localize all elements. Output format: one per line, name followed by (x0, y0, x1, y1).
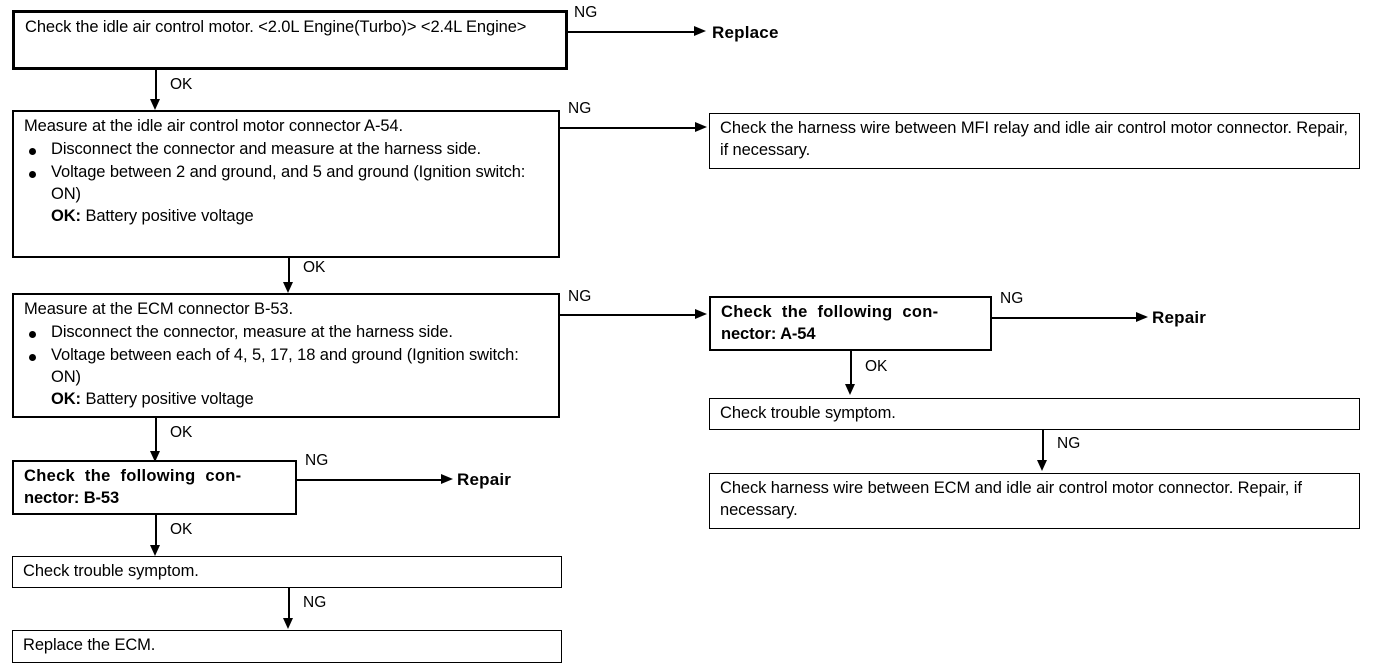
node-check-ecm-harness-text: Check harness wire between ECM and idle … (720, 479, 1307, 519)
bullet-text: Disconnect the connector, measure at the… (51, 322, 453, 341)
node-measure-b53-bullets: Disconnect the connector, measure at the… (24, 322, 550, 389)
node-check-mfi-harness[interactable]: Check the harness wire between MFI relay… (709, 113, 1360, 169)
edge-ng-arrow-4 (1136, 312, 1148, 322)
ok-criterion: Battery positive voltage (85, 206, 254, 225)
node-check-mfi-harness-text: Check the harness wire between MFI relay… (720, 119, 1353, 159)
edge-ok-arrow-5 (150, 545, 160, 556)
edge-ng-line-4 (992, 317, 1138, 319)
edge-ok-arrow-1 (150, 99, 160, 110)
edge-label-ok-2: OK (303, 259, 326, 276)
bullet-dot-icon (29, 171, 36, 179)
edge-ng-arrow-7 (283, 618, 293, 629)
node-replace-ecm[interactable]: Replace the ECM. (12, 630, 562, 663)
node-measure-a54-ok: OK: Battery positive voltage (24, 206, 550, 228)
node-check-symptom-left[interactable]: Check trouble symptom. (12, 556, 562, 588)
node-check-symptom-left-text: Check trouble symptom. (23, 562, 199, 580)
edge-label-ng-1: NG (574, 4, 598, 21)
edge-ok-line-1 (155, 70, 157, 101)
bullet-item: Voltage between each of 4, 5, 17, 18 and… (24, 345, 550, 389)
node-check-connector-a54-line1: Check the following con- (721, 303, 939, 321)
node-repair-right[interactable]: Repair (1152, 308, 1207, 327)
edge-ok-arrow-2 (283, 282, 293, 293)
edge-label-ok-1: OK (170, 76, 193, 93)
edge-ng-arrow-3 (695, 309, 707, 319)
edge-ng-line-3 (560, 314, 697, 316)
edge-ok-arrow-4 (150, 451, 160, 462)
edge-label-ok-3: OK (865, 358, 888, 375)
ok-prefix: OK: (51, 206, 81, 225)
edge-label-ng-6: NG (305, 452, 329, 469)
node-check-ecm-harness[interactable]: Check harness wire between ECM and idle … (709, 473, 1360, 529)
edge-ng-line-2 (560, 127, 697, 129)
node-check-symptom-right-text: Check trouble symptom. (720, 404, 896, 422)
edge-label-ng-2: NG (568, 100, 592, 117)
edge-label-ng-3: NG (568, 288, 592, 305)
ok-criterion: Battery positive voltage (85, 389, 254, 408)
bullet-text: Voltage between 2 and ground, and 5 and … (51, 162, 526, 203)
edge-ng-line-6 (297, 479, 443, 481)
node-measure-a54[interactable]: Measure at the idle air control motor co… (12, 110, 560, 258)
node-replace-iac[interactable]: Replace (712, 23, 779, 42)
node-check-iac-motor-text: Check the idle air control motor. <2.0L … (25, 18, 527, 36)
bullet-text: Voltage between each of 4, 5, 17, 18 and… (51, 345, 519, 386)
node-measure-b53-headline: Measure at the ECM connector B-53. (24, 300, 293, 318)
node-repair-left[interactable]: Repair (457, 470, 512, 489)
edge-ok-line-5 (155, 515, 157, 548)
node-measure-a54-headline: Measure at the idle air control motor co… (24, 117, 403, 135)
bullet-dot-icon (29, 331, 36, 339)
node-check-connector-b53[interactable]: Check the following con- nector: B-53 (12, 460, 297, 515)
bullet-item: Disconnect the connector, measure at the… (24, 322, 550, 344)
edge-label-ng-4: NG (1000, 290, 1024, 307)
edge-ng-arrow-2 (695, 122, 707, 132)
node-check-symptom-right[interactable]: Check trouble symptom. (709, 398, 1360, 430)
edge-ng-line-5 (1042, 430, 1044, 463)
node-check-connector-b53-line2: nector: B-53 (24, 488, 120, 507)
bullet-item: Disconnect the connector and measure at … (24, 139, 550, 161)
edge-ng-line-7 (288, 588, 290, 621)
node-measure-a54-bullets: Disconnect the connector and measure at … (24, 139, 550, 206)
edge-label-ok-5: OK (170, 521, 193, 538)
node-measure-b53[interactable]: Measure at the ECM connector B-53. Disco… (12, 293, 560, 418)
edge-ok-line-4 (155, 418, 157, 454)
bullet-dot-icon (29, 148, 36, 156)
node-check-connector-a54[interactable]: Check the following con- nector: A-54 (709, 296, 992, 351)
node-check-connector-b53-line1: Check the following con- (24, 467, 242, 485)
ok-prefix: OK: (51, 389, 81, 408)
edge-label-ok-4: OK (170, 424, 193, 441)
edge-label-ng-5: NG (1057, 435, 1081, 452)
edge-label-ng-7: NG (303, 594, 327, 611)
edge-ng-arrow-1 (694, 26, 706, 36)
bullet-text: Disconnect the connector and measure at … (51, 139, 481, 158)
bullet-dot-icon (29, 354, 36, 362)
edge-ok-line-3 (850, 351, 852, 387)
edge-ok-line-2 (288, 258, 290, 286)
edge-ng-arrow-6 (441, 474, 453, 484)
edge-ng-arrow-5 (1037, 460, 1047, 471)
edge-ok-arrow-3 (845, 384, 855, 395)
bullet-item: Voltage between 2 and ground, and 5 and … (24, 162, 550, 206)
node-replace-ecm-text: Replace the ECM. (23, 636, 156, 654)
edge-ng-line-1 (568, 31, 696, 33)
node-measure-b53-ok: OK: Battery positive voltage (24, 389, 550, 411)
node-check-connector-a54-line2: nector: A-54 (721, 324, 816, 343)
node-check-iac-motor[interactable]: Check the idle air control motor. <2.0L … (12, 10, 568, 70)
